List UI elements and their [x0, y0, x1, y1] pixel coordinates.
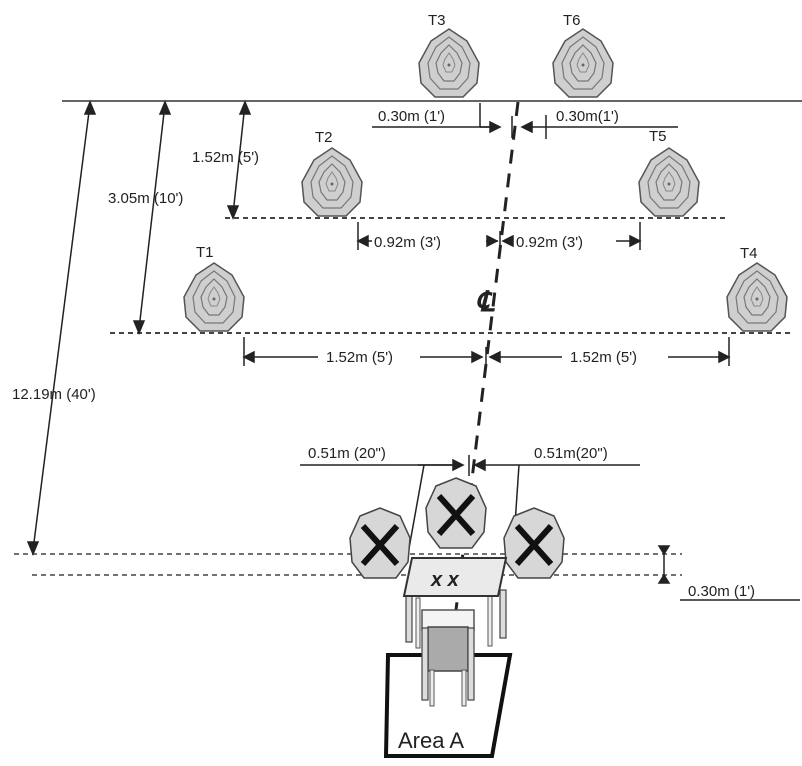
centerline — [454, 101, 520, 611]
dim-152-depth-label: 1.52m (5') — [192, 149, 259, 166]
dim-030-bottom — [657, 545, 800, 601]
dim-030-bottom-label: 0.30m (1') — [688, 583, 755, 600]
dim-152-right-label: 1.52m (5') — [570, 349, 637, 366]
shooting-table: x x — [402, 557, 508, 649]
no-shoot-center — [426, 478, 486, 548]
dim-030-left-label: 0.30m (1') — [378, 108, 445, 125]
centerline-symbol: ℄ — [476, 286, 496, 317]
target-t2: T2 — [301, 129, 363, 217]
dim-152-left-label: 1.52m (5') — [326, 349, 393, 366]
no-shoot-right — [504, 508, 564, 578]
table-marks: x x — [430, 569, 460, 591]
target-t3: T3 — [418, 12, 480, 98]
target-t1-label: T1 — [196, 244, 214, 261]
area-a-box: Area A — [383, 653, 513, 758]
target-t4-label: T4 — [740, 245, 758, 262]
dim-152-depth — [226, 100, 252, 220]
dim-1219-depth-label: 12.19m (40') — [12, 386, 96, 403]
target-t1: T1 — [183, 244, 245, 332]
target-t2-label: T2 — [315, 129, 333, 146]
chair — [421, 609, 475, 707]
dim-152-lateral — [242, 337, 731, 368]
dim-092-right-label: 0.92m (3') — [516, 234, 583, 251]
no-shoot-left — [350, 508, 410, 578]
dim-305-depth-label: 3.05m (10') — [108, 190, 183, 207]
dim-1219-depth — [26, 100, 97, 556]
dim-051-left-label: 0.51m (20") — [308, 445, 386, 462]
target-t5: T5 — [638, 128, 700, 217]
target-t6: T6 — [552, 12, 614, 98]
dim-030-right-label: 0.30m(1') — [556, 108, 619, 125]
dim-092-left-label: 0.92m (3') — [374, 234, 441, 251]
target-t3-label: T3 — [428, 12, 446, 29]
target-t6-label: T6 — [563, 12, 581, 29]
dim-092 — [356, 222, 642, 252]
dim-051-right-label: 0.51m(20") — [534, 445, 608, 462]
dim-051 — [300, 455, 640, 555]
target-t4: T4 — [726, 245, 788, 332]
area-a-label: Area A — [398, 728, 464, 753]
target-t5-label: T5 — [649, 128, 667, 145]
dim-030-top — [372, 103, 678, 139]
dim-305-depth — [132, 100, 172, 335]
